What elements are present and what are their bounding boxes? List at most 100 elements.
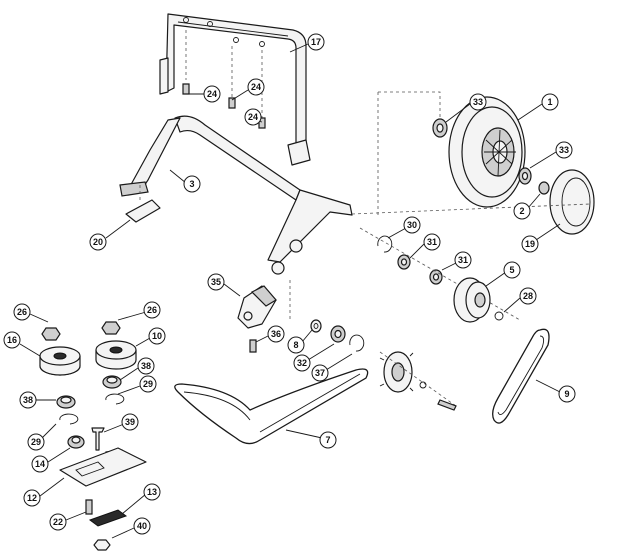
svg-text:2: 2 [519, 206, 524, 216]
callout-17: 17 [307, 33, 325, 51]
svg-text:3: 3 [189, 179, 194, 189]
svg-text:20: 20 [93, 237, 103, 247]
svg-text:31: 31 [427, 237, 437, 247]
callout-29-b: 29 [139, 375, 157, 393]
callout-10: 10 [148, 327, 166, 345]
svg-text:22: 22 [53, 517, 63, 527]
svg-text:17: 17 [311, 37, 321, 47]
callout-1: 1 [541, 93, 559, 111]
svg-text:33: 33 [559, 145, 569, 155]
callout-14: 14 [31, 455, 49, 473]
svg-text:38: 38 [141, 361, 151, 371]
tension-bracket-part-35 [237, 285, 277, 329]
damper-part-10 [95, 340, 137, 370]
wheel-part-1 [448, 96, 526, 208]
callout-20: 20 [89, 233, 107, 251]
callout-3: 3 [183, 175, 201, 193]
svg-text:39: 39 [125, 417, 135, 427]
svg-text:24: 24 [207, 89, 217, 99]
callout-29-a: 29 [27, 433, 45, 451]
bracket-part-20 [125, 185, 161, 223]
clip-part-29-a [59, 413, 79, 425]
svg-text:31: 31 [458, 255, 468, 265]
callout-26-a: 26 [13, 303, 31, 321]
bushing-part-14 [67, 435, 85, 449]
svg-text:26: 26 [17, 307, 27, 317]
callout-40: 40 [133, 517, 151, 535]
svg-text:16: 16 [7, 335, 17, 345]
svg-text:29: 29 [31, 437, 41, 447]
belt-part-9 [492, 328, 550, 424]
nut-part-2 [538, 181, 550, 195]
svg-text:32: 32 [297, 358, 307, 368]
callout-13: 13 [143, 483, 161, 501]
bushing-part-32 [330, 325, 346, 343]
svg-text:24: 24 [248, 112, 258, 122]
svg-text:10: 10 [152, 331, 162, 341]
svg-text:7: 7 [325, 435, 330, 445]
svg-text:12: 12 [27, 493, 37, 503]
svg-text:26: 26 [147, 305, 157, 315]
svg-text:40: 40 [137, 521, 147, 531]
lower-frame-part-3 [119, 115, 353, 275]
callout-32: 32 [293, 354, 311, 372]
damper-part-16 [39, 346, 81, 376]
svg-text:13: 13 [147, 487, 157, 497]
svg-text:38: 38 [23, 395, 33, 405]
callout-38-b: 38 [137, 357, 155, 375]
sprocket-gear [379, 351, 457, 411]
callout-35: 35 [207, 273, 225, 291]
svg-text:30: 30 [407, 220, 417, 230]
hubcap-part-19 [549, 169, 595, 235]
screw-part-24-b [228, 46, 236, 109]
plate-part-13 [88, 509, 128, 527]
screw-part-22 [85, 499, 93, 515]
callout-24-a: 24 [203, 85, 221, 103]
callout-7: 7 [319, 431, 337, 449]
mounting-plate-part-12 [59, 447, 147, 487]
callout-30: 30 [403, 216, 421, 234]
nut-part-26-a [41, 327, 61, 341]
bearing-part-33-b [518, 167, 532, 185]
svg-text:5: 5 [509, 265, 514, 275]
callout-9: 9 [558, 385, 576, 403]
nut-part-40 [93, 539, 111, 551]
washer-part-31-a [397, 254, 411, 270]
svg-text:37: 37 [315, 368, 325, 378]
bearing-part-33-a [432, 118, 448, 138]
callout-22: 22 [49, 513, 67, 531]
circlip-part-37 [349, 334, 365, 352]
svg-text:9: 9 [564, 389, 569, 399]
callout-5: 5 [503, 261, 521, 279]
svg-text:1: 1 [547, 97, 552, 107]
callout-38-a: 38 [19, 391, 37, 409]
svg-text:33: 33 [473, 97, 483, 107]
svg-text:36: 36 [271, 329, 281, 339]
callout-39: 39 [121, 413, 139, 431]
svg-text:35: 35 [211, 277, 221, 287]
bushing-part-38-b [102, 375, 122, 389]
callout-12: 12 [23, 489, 41, 507]
callout-24-b: 24 [247, 78, 265, 96]
washer-part-31-b [429, 269, 443, 285]
svg-text:14: 14 [35, 459, 45, 469]
callout-31-a: 31 [423, 233, 441, 251]
callout-8: 8 [287, 336, 305, 354]
callout-24-c: 24 [244, 108, 262, 126]
pulley-part-5 [453, 277, 491, 323]
screw-part-36 [249, 339, 257, 353]
svg-text:28: 28 [523, 291, 533, 301]
callout-33-b: 33 [555, 141, 573, 159]
clip-part-28 [494, 311, 504, 321]
circlip-part-30 [377, 235, 393, 253]
callout-28: 28 [519, 287, 537, 305]
drive-belt-part-7 [174, 368, 369, 445]
svg-text:29: 29 [143, 379, 153, 389]
callout-16: 16 [3, 331, 21, 349]
screw-part-24-a [182, 30, 190, 95]
callout-19: 19 [521, 235, 539, 253]
callout-37: 37 [311, 364, 329, 382]
washer-part-8 [310, 319, 322, 333]
callout-33-a: 33 [469, 93, 487, 111]
